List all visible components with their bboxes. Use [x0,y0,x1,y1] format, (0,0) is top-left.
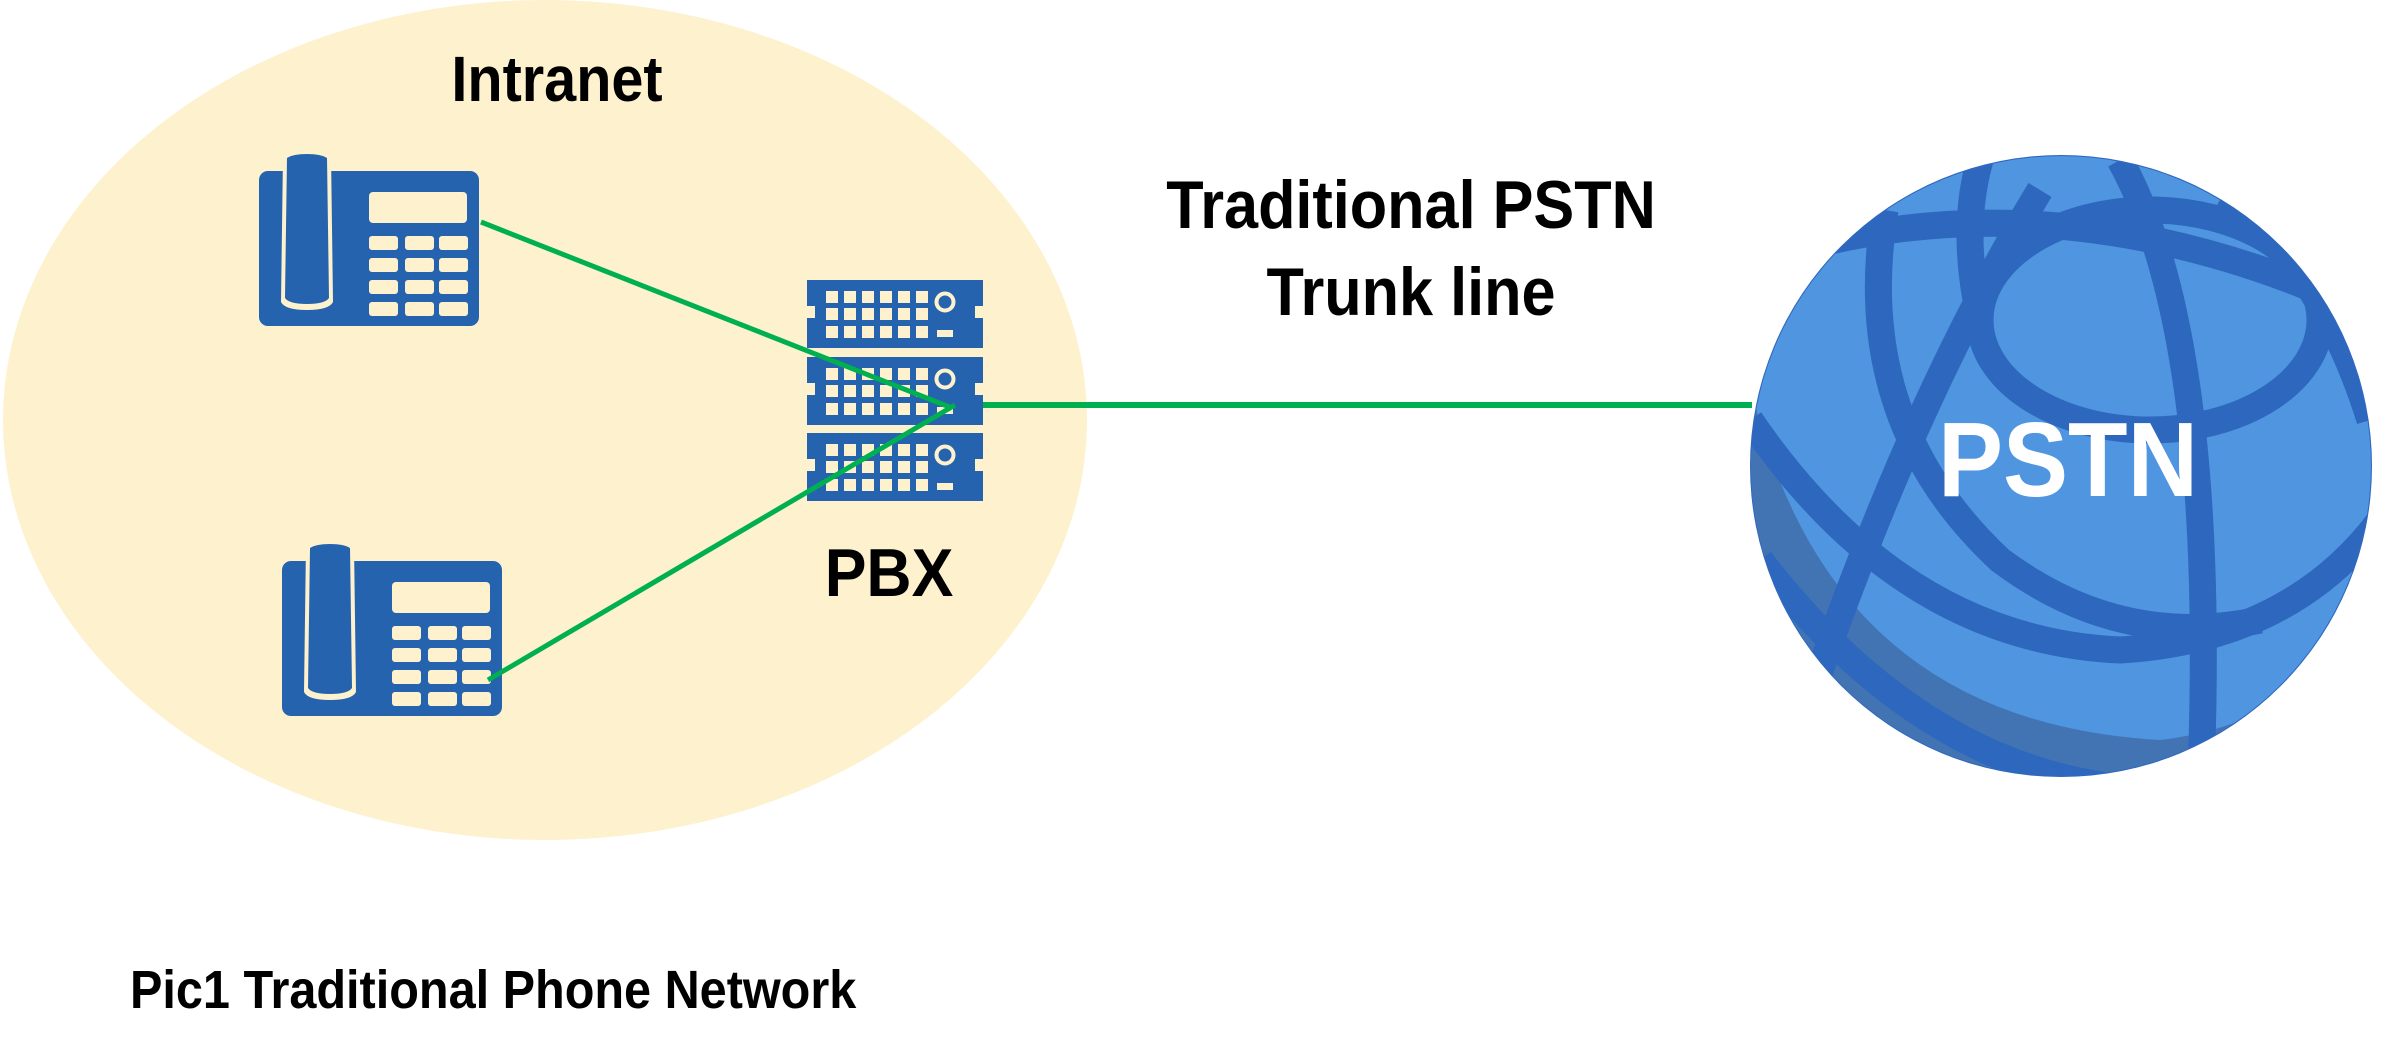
trunk-label-line1: Traditional PSTN [1166,166,1656,243]
pstn-label: PSTN [1938,400,2198,519]
intranet-label: Intranet [451,43,662,114]
trunk-label-line2: Trunk line [1267,253,1556,330]
server-rack-icon [807,280,983,501]
figure-caption: Pic1 Traditional Phone Network [130,959,857,1020]
globe-icon: PSTN [1750,155,2372,777]
pbx-label: PBX [825,535,954,611]
desk-phone-icon [282,540,502,716]
link-phone2-pbx [486,402,957,683]
link-phone1-pbx [480,219,953,411]
desk-phone-icon [259,150,479,326]
